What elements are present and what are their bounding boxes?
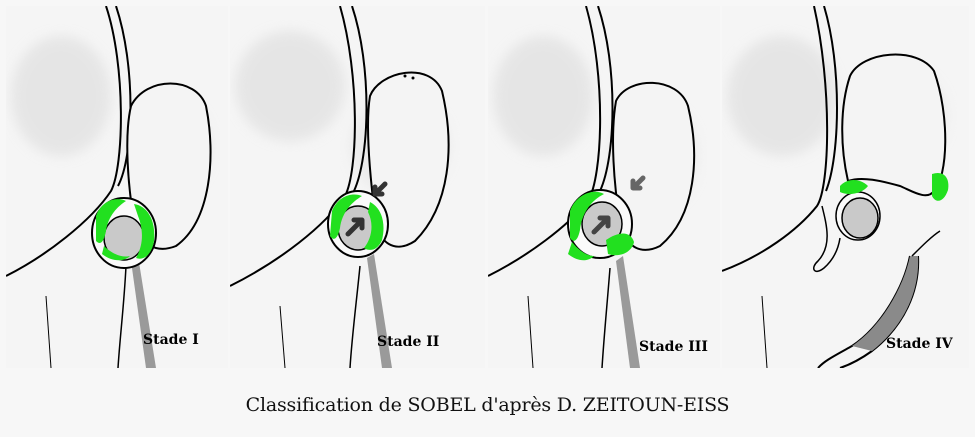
stage-3-illustration bbox=[488, 6, 720, 368]
stage-1-label: Stade I bbox=[143, 332, 199, 348]
stage-2-panel bbox=[230, 6, 485, 368]
stage-2-label: Stade II bbox=[377, 334, 439, 350]
figure-caption: Classification de SOBEL d'après D. ZEITO… bbox=[0, 394, 975, 416]
stage-3-label: Stade III bbox=[639, 339, 708, 355]
stage-4-illustration bbox=[722, 6, 969, 368]
stage-1-panel bbox=[6, 6, 228, 368]
stage-4-panel bbox=[722, 6, 969, 368]
stage-3-panel bbox=[488, 6, 720, 368]
stage-4-label: Stade IV bbox=[886, 336, 953, 352]
stage-1-illustration bbox=[6, 6, 228, 368]
stage-2-illustration bbox=[230, 6, 485, 368]
